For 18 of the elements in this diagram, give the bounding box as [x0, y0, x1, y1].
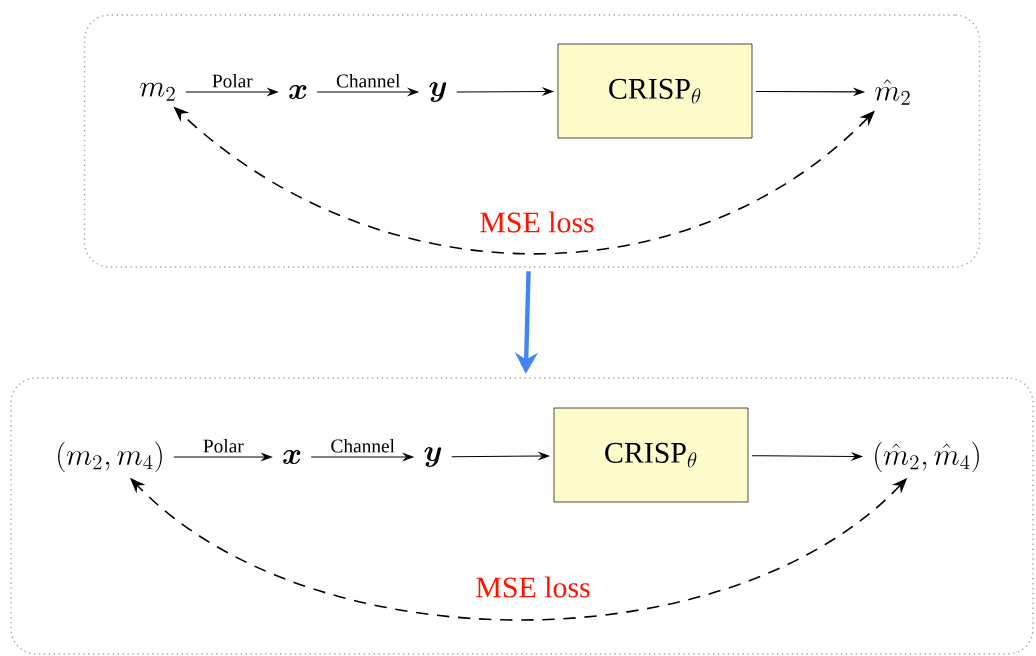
- panel-frame: [10, 377, 1034, 655]
- panel-frame: [83, 14, 981, 268]
- math-symbol: $m_2$: [140, 82, 175, 101]
- math-symbol: $\boldsymbol{y}$: [429, 82, 447, 102]
- math-symbol: $\hat{m}_2$: [875, 79, 910, 105]
- math-symbol: $(\hat{m}_2, \hat{m}_4)$: [875, 441, 979, 473]
- math-symbol: $\boldsymbol{x}$: [289, 85, 307, 99]
- math-symbol: $\boldsymbol{y}$: [424, 447, 442, 467]
- process-box: $\mathrm{CRISP}_\theta$: [553, 407, 749, 503]
- edge-label: Channel: [336, 73, 401, 88]
- edge-label: MSE loss: [476, 576, 590, 598]
- edge-label: Polar: [212, 73, 253, 88]
- edge-label: MSE loss: [480, 211, 594, 233]
- edge-label: Polar: [203, 438, 244, 453]
- process-box: $\mathrm{CRISP}_\theta$: [557, 43, 753, 139]
- math-symbol: $\boldsymbol{x}$: [283, 450, 301, 464]
- math-symbol: $(m_2, m_4)$: [58, 441, 162, 473]
- edge-label: Channel: [331, 438, 395, 453]
